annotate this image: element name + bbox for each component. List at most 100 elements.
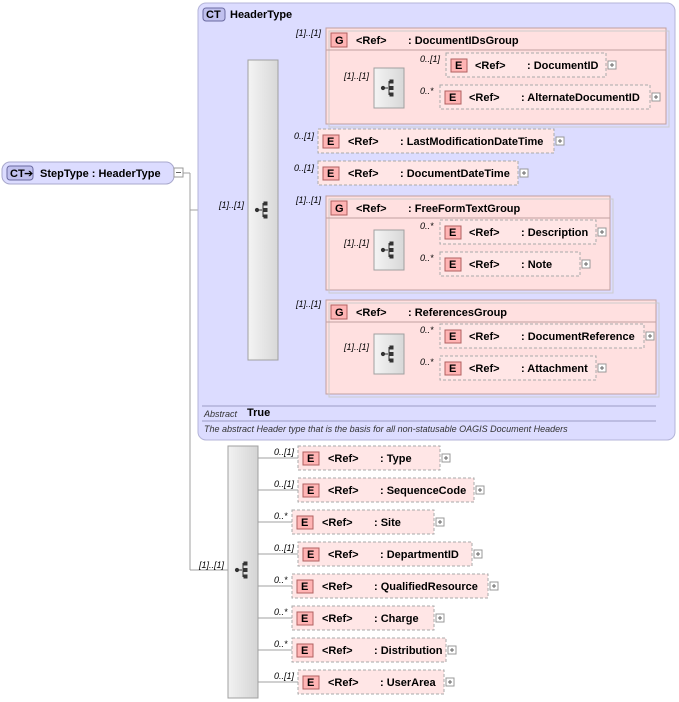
- element-name: : Charge: [374, 613, 419, 625]
- element-name: : Attachment: [521, 363, 588, 375]
- group-badge: G: [335, 35, 344, 47]
- element-sequencecode[interactable]: 0..[1]E<Ref>: SequenceCode: [274, 477, 485, 503]
- cardinality: [1]..[1]: [198, 560, 225, 570]
- group-name: : FreeFormTextGroup: [408, 203, 521, 215]
- cardinality: 0..[1]: [274, 479, 295, 489]
- element-name: : LastModificationDateTime: [400, 136, 543, 148]
- cardinality: [1]..[1]: [343, 71, 370, 81]
- sequence-icon: [380, 79, 394, 97]
- element-charge[interactable]: 0..*E<Ref>: Charge: [274, 605, 445, 631]
- cardinality: 0..*: [420, 357, 434, 367]
- element-name: : Distribution: [374, 645, 443, 657]
- ct-badge: CT: [10, 168, 25, 180]
- ref-label: <Ref>: [356, 307, 387, 319]
- ref-label: <Ref>: [322, 645, 353, 657]
- element-documentid[interactable]: 0..[1] E <Ref> : DocumentID: [420, 52, 617, 78]
- element-badge-box: [296, 515, 314, 530]
- ct-badge: CT: [206, 9, 221, 21]
- element-userarea[interactable]: 0..[1]E<Ref>: UserArea: [274, 669, 455, 695]
- element-badge: E: [307, 485, 314, 497]
- element-badge: E: [449, 92, 456, 104]
- element-badge-box: [302, 675, 320, 690]
- element-badge: E: [307, 453, 314, 465]
- element-box: [297, 477, 475, 503]
- cardinality: 0..*: [420, 253, 434, 263]
- ct-arrow-icon: ➔: [24, 168, 33, 180]
- element-alternatedocumentid[interactable]: 0..* E <Ref> : AlternateDocumentID: [420, 84, 661, 110]
- ref-label: <Ref>: [356, 203, 387, 215]
- header-sequence[interactable]: [1]..[1]: [218, 59, 279, 361]
- element-badge-box: [302, 451, 320, 466]
- element-documentreference[interactable]: 0..* E <Ref> : DocumentReference: [420, 323, 655, 349]
- element-description[interactable]: 0..* E <Ref> : Description: [420, 219, 607, 245]
- element-name: : Note: [521, 259, 552, 271]
- root-complex-type[interactable]: CT ➔ StepType : HeaderType: [1, 161, 175, 185]
- group-badge: G: [335, 203, 344, 215]
- cardinality: [1]..[1]: [343, 342, 370, 352]
- element-site[interactable]: 0..*E<Ref>: Site: [274, 509, 445, 535]
- cardinality: 0..*: [274, 575, 288, 585]
- cardinality: 0..*: [274, 511, 288, 521]
- element-box: [297, 445, 441, 471]
- element-note[interactable]: 0..* E <Ref> : Note: [420, 251, 591, 277]
- element-badge: E: [307, 549, 314, 561]
- element-name: : QualifiedResource: [374, 581, 478, 593]
- ref-label: <Ref>: [469, 227, 500, 239]
- ref-label: <Ref>: [469, 259, 500, 271]
- element-badge: E: [327, 136, 334, 148]
- abstract-value: True: [247, 407, 270, 419]
- element-badge: E: [455, 60, 462, 72]
- element-documentdatetime[interactable]: 0..[1] E <Ref> : DocumentDateTime: [294, 160, 529, 186]
- cardinality: [1]..[1]: [295, 28, 322, 38]
- ref-label: <Ref>: [328, 485, 359, 497]
- element-departmentid[interactable]: 0..[1]E<Ref>: DepartmentID: [274, 541, 483, 567]
- element-name: : DepartmentID: [380, 549, 459, 561]
- root-label: StepType : HeaderType: [40, 168, 161, 180]
- element-badge-box: [302, 483, 320, 498]
- ref-label: <Ref>: [322, 613, 353, 625]
- cardinality: 0..*: [420, 221, 434, 231]
- sequence-icon: [380, 241, 394, 259]
- element-lastmodificationdatetime[interactable]: 0..[1] E <Ref> : LastModificationDateTim…: [294, 128, 565, 154]
- group-badge: G: [335, 307, 344, 319]
- group-name: : DocumentIDsGroup: [408, 35, 519, 47]
- element-badge: E: [449, 259, 456, 271]
- sequence-icon: [234, 561, 248, 579]
- cardinality: 0..*: [274, 639, 288, 649]
- cardinality: [1]..[1]: [343, 238, 370, 248]
- cardinality: 0..*: [420, 86, 434, 96]
- cardinality: 0..[1]: [420, 54, 441, 64]
- collapse-icon[interactable]: [173, 167, 184, 178]
- sequence-icon: [254, 201, 268, 219]
- cardinality: [1]..[1]: [295, 299, 322, 309]
- ref-label: <Ref>: [348, 168, 379, 180]
- ref-label: <Ref>: [469, 331, 500, 343]
- ref-label: <Ref>: [469, 92, 500, 104]
- step-sequence[interactable]: [1]..[1]: [198, 445, 259, 699]
- element-badge: E: [301, 645, 308, 657]
- cardinality: 0..[1]: [274, 671, 295, 681]
- element-name: : Description: [521, 227, 589, 239]
- cardinality: 0..*: [274, 607, 288, 617]
- element-distribution[interactable]: 0..* E <Ref> : Distribution: [274, 637, 457, 663]
- element-box: [291, 573, 489, 599]
- cardinality: 0..[1]: [274, 543, 295, 553]
- element-attachment[interactable]: 0..* E <Ref> : Attachment: [420, 355, 607, 381]
- element-badge: E: [449, 227, 456, 239]
- cardinality: 0..*: [420, 325, 434, 335]
- ref-label: <Ref>: [475, 60, 506, 72]
- cardinality: 0..[1]: [294, 131, 315, 141]
- ref-label: <Ref>: [322, 517, 353, 529]
- element-name: : Site: [374, 517, 401, 529]
- element-badge-box: [302, 547, 320, 562]
- element-box: [297, 669, 445, 695]
- header-type-description: The abstract Header type that is the bas…: [204, 424, 568, 434]
- sequence-icon: [380, 345, 394, 363]
- element-box: [291, 637, 447, 663]
- element-type[interactable]: 0..[1]E<Ref>: Type: [274, 445, 451, 471]
- ref-label: <Ref>: [328, 677, 359, 689]
- element-qualifiedresource[interactable]: 0..*E<Ref>: QualifiedResource: [274, 573, 499, 599]
- ref-label: <Ref>: [322, 581, 353, 593]
- element-name: : DocumentID: [527, 60, 599, 72]
